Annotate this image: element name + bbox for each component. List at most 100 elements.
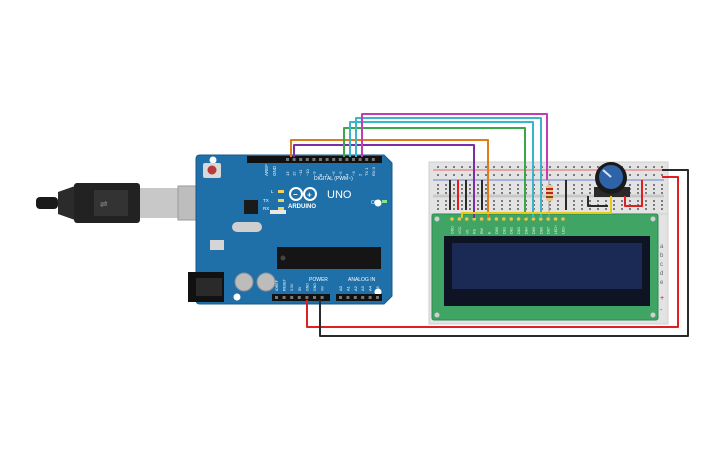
- analog-pin[interactable]: [346, 296, 350, 299]
- lcd-pin[interactable]: [539, 217, 543, 221]
- digital-pin[interactable]: [332, 158, 336, 161]
- breadboard-hole: [509, 192, 511, 194]
- gnd-label: GND: [272, 165, 277, 176]
- digital-pin[interactable]: [305, 158, 309, 161]
- lcd-pin[interactable]: [561, 217, 565, 221]
- lcd-pin[interactable]: [531, 217, 536, 221]
- power-pin[interactable]: [297, 296, 301, 299]
- lcd-pin[interactable]: [516, 217, 521, 221]
- on-led: [382, 200, 387, 203]
- wire-black-gnd[interactable]: [319, 169, 689, 337]
- breadboard-hole: [509, 200, 511, 202]
- breadboard-hole: [581, 188, 583, 190]
- digital-pin[interactable]: [352, 158, 355, 161]
- breadboard-hole: [637, 200, 639, 202]
- lcd-pin[interactable]: [546, 217, 550, 221]
- lcd-pin-label: VCC: [458, 226, 462, 234]
- lcd-pin[interactable]: [472, 217, 477, 221]
- breadboard-hole: [557, 174, 559, 176]
- lcd-mount-hole: [434, 216, 440, 222]
- breadboard-hole: [445, 184, 447, 186]
- lcd-pin[interactable]: [502, 217, 506, 221]
- digital-pin[interactable]: [365, 158, 369, 161]
- power-pin[interactable]: [290, 296, 294, 299]
- lcd-pin[interactable]: [450, 217, 454, 221]
- wire-yellow[interactable]: [461, 196, 612, 218]
- power-pin[interactable]: [275, 296, 278, 299]
- lcd-pin[interactable]: [487, 217, 491, 221]
- wire-black-pot[interactable]: [587, 196, 608, 207]
- power-pin[interactable]: [313, 296, 316, 299]
- digital-pin[interactable]: [286, 158, 289, 161]
- breadboard-hole: [517, 188, 519, 190]
- wire-magenta[interactable]: [361, 113, 548, 180]
- breadboard-hole: [565, 174, 567, 176]
- chip-notch: [280, 255, 286, 261]
- digital-pin-label: TX 1: [364, 167, 369, 176]
- lcd-pin-label: LED-: [562, 225, 566, 234]
- breadboard-hole: [445, 208, 447, 210]
- digital-pin[interactable]: [299, 158, 303, 161]
- lcd-pin[interactable]: [494, 217, 499, 221]
- wires: [290, 113, 689, 337]
- wire-cyan[interactable]: [349, 121, 534, 218]
- analog-pin[interactable]: [339, 296, 342, 299]
- digital-pin-label: 8: [318, 173, 323, 176]
- breadboard-hole: [581, 166, 583, 168]
- resistor[interactable]: [546, 180, 553, 218]
- lcd-pin[interactable]: [509, 217, 513, 221]
- lcd-pin[interactable]: [479, 217, 484, 221]
- digital-pin[interactable]: [292, 158, 296, 161]
- breadboard-hole: [637, 192, 639, 194]
- power-pin[interactable]: [305, 296, 309, 299]
- digital-pin[interactable]: [338, 158, 342, 161]
- lcd-pin[interactable]: [457, 217, 462, 221]
- analog-pin[interactable]: [353, 296, 357, 299]
- breadboard-hole: [629, 200, 631, 202]
- wire-purple[interactable]: [293, 144, 475, 218]
- digital-pin[interactable]: [319, 158, 322, 161]
- potentiometer[interactable]: [594, 162, 630, 197]
- breadboard-hole: [597, 208, 599, 210]
- analog-pin[interactable]: [361, 296, 365, 299]
- breadboard-hole: [485, 188, 487, 190]
- breadboard-hole: [469, 166, 471, 168]
- wire-cyan-2[interactable]: [355, 117, 542, 218]
- breadboard-hole: [477, 192, 479, 194]
- breadboard-hole: [469, 188, 471, 190]
- lcd-pin[interactable]: [553, 217, 558, 221]
- lcd-pin[interactable]: [465, 217, 469, 221]
- power-pin[interactable]: [320, 296, 324, 299]
- digital-pin[interactable]: [325, 158, 329, 161]
- breadboard-hole: [653, 192, 655, 194]
- breadboard-hole: [493, 166, 495, 168]
- power-pin[interactable]: [282, 296, 286, 299]
- analog-pin[interactable]: [368, 296, 372, 299]
- breadboard-hole: [637, 184, 639, 186]
- breadboard-hole: [629, 184, 631, 186]
- wire-green[interactable]: [343, 127, 526, 218]
- digital-pin[interactable]: [371, 158, 375, 161]
- analog-pin[interactable]: [376, 296, 379, 299]
- usb-connector-metal: [140, 188, 178, 218]
- mounting-hole: [374, 199, 382, 207]
- breadboard-hole: [453, 204, 455, 206]
- digital-pin[interactable]: [358, 158, 362, 161]
- breadboard-hole: [557, 166, 559, 168]
- reset-button[interactable]: [207, 165, 217, 175]
- wire-orange[interactable]: [290, 139, 489, 218]
- breadboard-hole: [653, 184, 655, 186]
- breadboard-hole: [645, 192, 647, 194]
- breadboard-hole: [477, 204, 479, 206]
- wire-red-5v[interactable]: [306, 176, 679, 328]
- regulator: [210, 240, 224, 250]
- digital-pwm-label: DIGITAL (PWM~): [314, 176, 353, 182]
- digital-pin[interactable]: [312, 158, 316, 161]
- lcd-pin[interactable]: [524, 217, 528, 221]
- wire-red-pot[interactable]: [624, 180, 643, 207]
- digital-pin[interactable]: [345, 158, 349, 161]
- breadboard-hole: [477, 188, 479, 190]
- resistor-band: [546, 188, 553, 190]
